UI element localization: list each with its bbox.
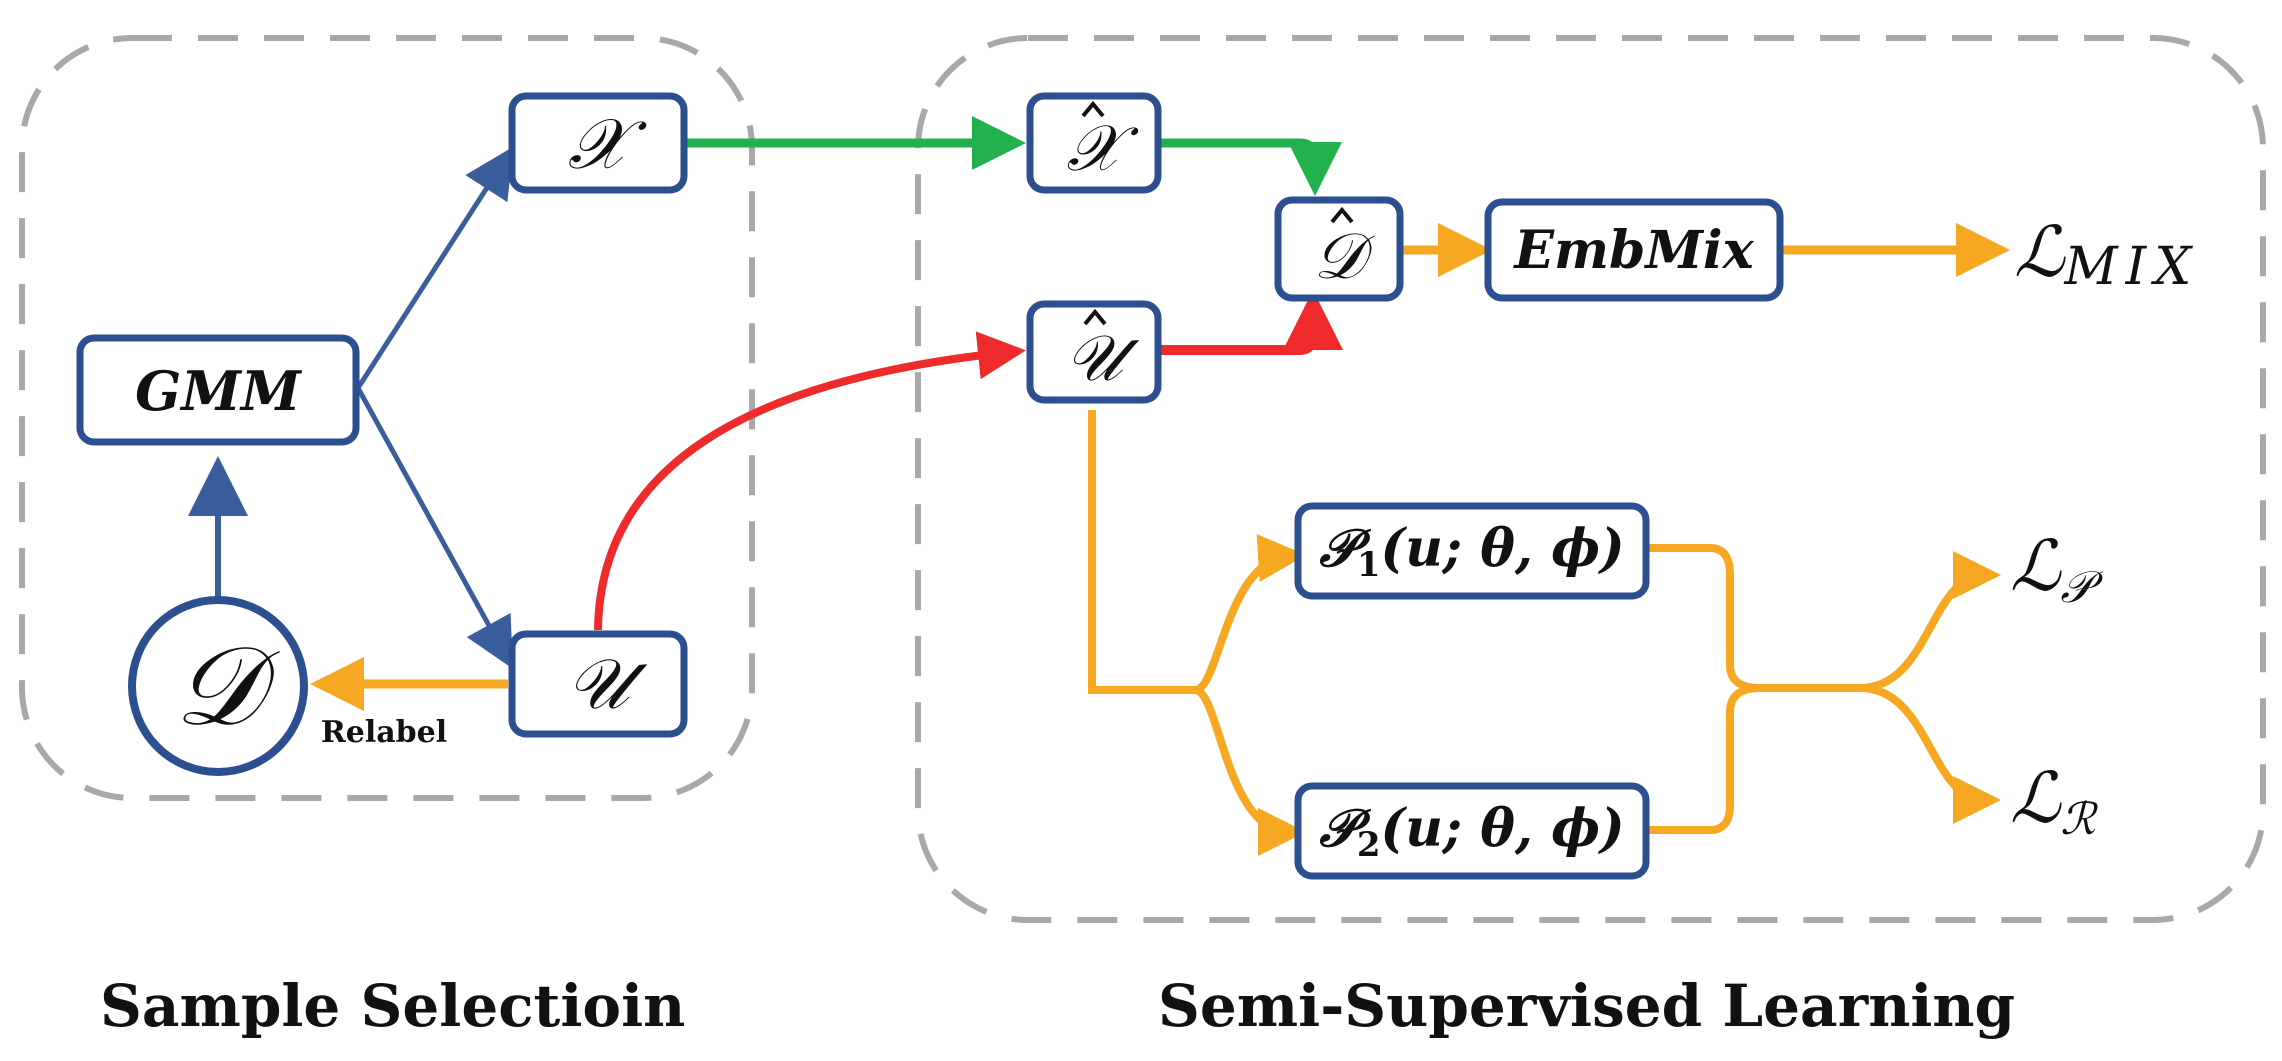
svg-text:GMM: GMM [135, 359, 303, 423]
arrow-to-p1 [1193, 534, 1306, 694]
arrow-p2-merge [1648, 684, 1761, 834]
node-gmm: GMM [76, 334, 360, 446]
svg-text:𝒫1(u; θ, ϕ): 𝒫1(u; θ, ϕ) [1319, 518, 1624, 585]
loss-mix: ℒMIX [2014, 211, 2199, 297]
hat-accent [1081, 100, 1105, 118]
caption-semi-supervised: Semi-Supervised Learning [1158, 972, 2016, 1040]
node-d-hat: 𝒟 [1274, 196, 1404, 302]
hat-accent [1330, 206, 1354, 224]
arrow-p1-merge [1648, 544, 1860, 692]
node-u-hat: 𝒰 [1026, 300, 1162, 404]
arrow-to-lr [1859, 684, 2001, 824]
node-x-hat: 𝒳 [1026, 92, 1162, 194]
arrow-to-p2 [1193, 686, 1306, 856]
caption-sample-selection: Sample Selectioin [100, 972, 686, 1040]
arrow-u-to-uhat [594, 331, 1026, 631]
arrow-xhat-to-dhat [1160, 138, 1342, 196]
relabel-label: Relabel [321, 715, 447, 750]
node-x: 𝒳 [508, 92, 688, 194]
semi-supervised-group [915, 35, 2266, 923]
node-d: 𝒟 [128, 596, 308, 776]
hat-accent [1083, 308, 1107, 326]
arrow-uhat-to-dhat [1160, 290, 1343, 355]
node-embmix: EmbMix [1484, 198, 1784, 302]
arrow-to-lp [1859, 551, 2001, 692]
node-p2: 𝒫2(u; θ, ϕ) [1294, 782, 1650, 880]
arrow-gmm-to-x [355, 146, 514, 390]
arrow-gmm-to-u [355, 386, 513, 669]
loss-p: ℒ𝒫 [2010, 525, 2103, 613]
node-u: 𝒰 [508, 630, 688, 738]
loss-r: ℒℛ [2010, 757, 2098, 845]
node-p1: 𝒫1(u; θ, ϕ) [1294, 502, 1650, 600]
arrow-uhat-branch [1088, 410, 1195, 694]
svg-text:𝒫2(u; θ, ϕ): 𝒫2(u; θ, ϕ) [1319, 798, 1624, 865]
svg-text:EmbMix: EmbMix [1512, 220, 1754, 281]
